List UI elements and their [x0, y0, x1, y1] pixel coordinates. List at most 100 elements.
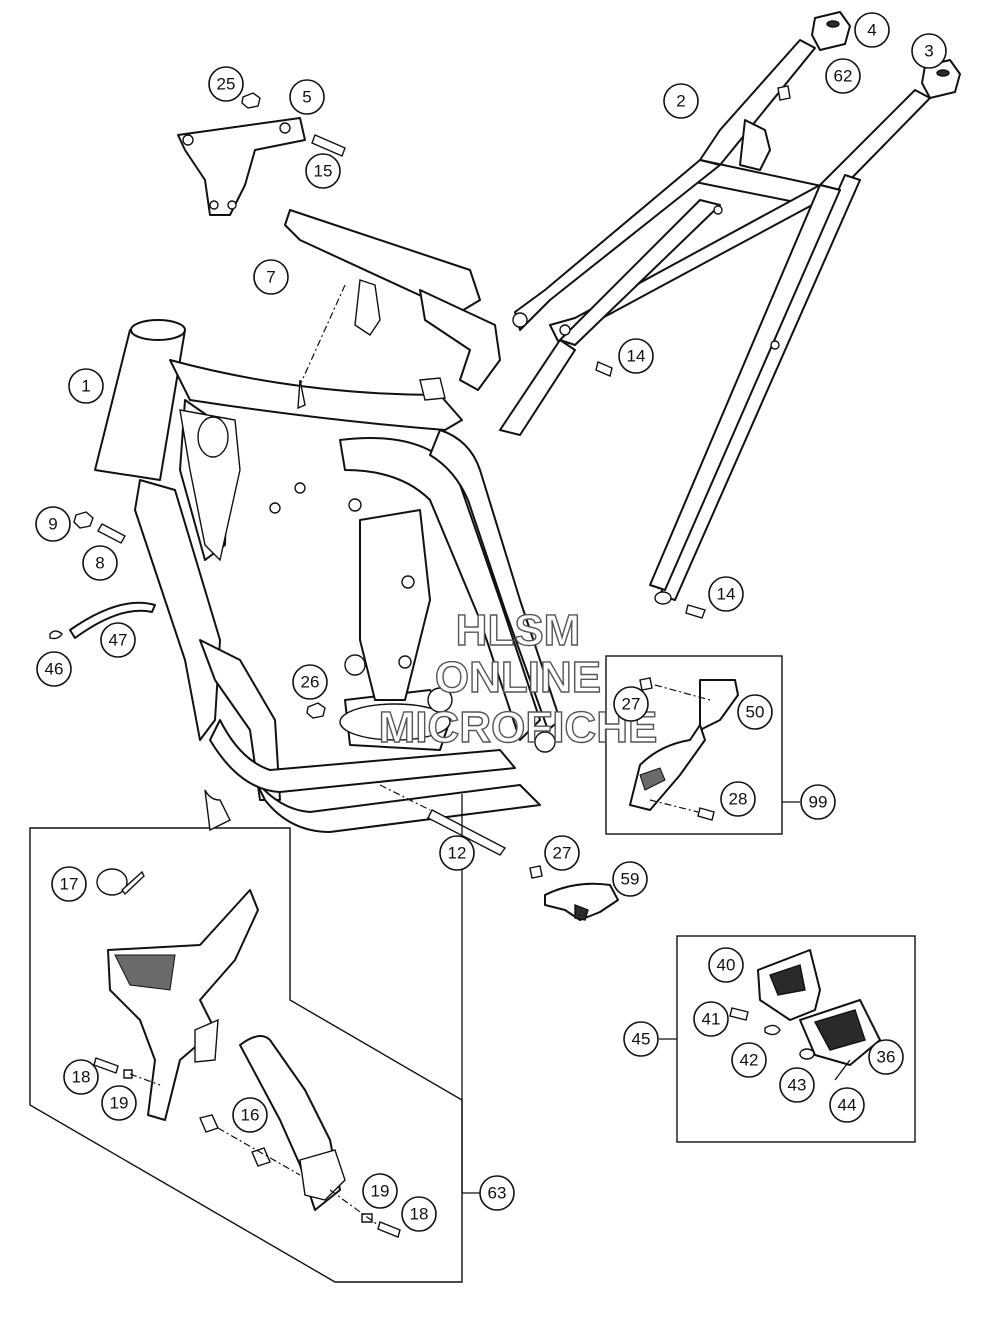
- callout-12: 12: [439, 835, 475, 871]
- svg-text:7: 7: [266, 268, 275, 287]
- svg-text:14: 14: [627, 347, 646, 366]
- svg-text:27: 27: [553, 844, 572, 863]
- svg-text:17: 17: [60, 875, 79, 894]
- watermark-line-1: HLSM: [456, 606, 581, 655]
- bolt-15: [311, 134, 346, 157]
- svg-text:4: 4: [867, 21, 876, 40]
- callout-36: 36: [868, 1039, 904, 1075]
- svg-text:99: 99: [809, 793, 828, 812]
- callout-14-lower: 14: [708, 576, 744, 612]
- callout-19-right: 19: [362, 1173, 398, 1209]
- washer-19-right: [361, 1213, 373, 1223]
- bolt-62: [777, 85, 791, 101]
- callout-45: 45: [623, 1021, 659, 1057]
- cotter-pin-44: [834, 1059, 851, 1081]
- svg-text:45: 45: [632, 1030, 651, 1049]
- bracket-7: [284, 209, 501, 391]
- bolt-14-lower: [685, 604, 706, 619]
- frame-protector-right: [239, 1035, 346, 1211]
- svg-text:15: 15: [314, 162, 333, 181]
- svg-text:26: 26: [301, 673, 320, 692]
- svg-text:19: 19: [110, 1094, 129, 1113]
- svg-text:2: 2: [676, 92, 685, 111]
- callout-1: 1: [68, 368, 104, 404]
- callout-42: 42: [731, 1042, 767, 1078]
- callout-27-upper: 27: [613, 686, 649, 722]
- svg-text:25: 25: [217, 75, 236, 94]
- engine-bracket-5: [177, 117, 306, 216]
- dash-line-28: [649, 799, 699, 813]
- svg-text:5: 5: [302, 88, 311, 107]
- svg-text:46: 46: [45, 660, 64, 679]
- svg-text:9: 9: [48, 515, 57, 534]
- rear-subframe: [499, 39, 931, 605]
- callout-99: 99: [800, 784, 836, 820]
- svg-text:19: 19: [371, 1182, 390, 1201]
- chain-guide-50: [629, 679, 739, 811]
- callout-28: 28: [720, 781, 756, 817]
- footrest-40: [757, 949, 821, 1021]
- svg-text:44: 44: [838, 1096, 857, 1115]
- svg-text:42: 42: [740, 1051, 759, 1070]
- bolt-27-lower: [529, 865, 543, 879]
- svg-text:16: 16: [241, 1106, 260, 1125]
- svg-text:50: 50: [746, 703, 765, 722]
- callout-44: 44: [829, 1087, 865, 1123]
- bolt-14-upper: [595, 361, 613, 377]
- svg-text:47: 47: [109, 631, 128, 650]
- washer-43: [799, 1048, 815, 1060]
- end-cap-4: [811, 11, 851, 51]
- callout-19-left: 19: [101, 1085, 137, 1121]
- frame-protector-left: [107, 889, 259, 1121]
- watermark-line-3: MICROFICHE: [379, 703, 658, 752]
- callout-18-right: 18: [401, 1196, 437, 1232]
- callout-25: 25: [208, 66, 244, 102]
- footrest-36: [799, 999, 881, 1066]
- svg-text:41: 41: [702, 1010, 721, 1029]
- callout-43: 43: [779, 1067, 815, 1103]
- svg-text:14: 14: [717, 585, 736, 604]
- svg-text:43: 43: [788, 1076, 807, 1095]
- svg-text:18: 18: [72, 1068, 91, 1087]
- bolt-18-right: [377, 1221, 401, 1238]
- callout-40: 40: [708, 947, 744, 983]
- dash-line-7: [299, 284, 346, 386]
- watermark: HLSM ONLINE MICROFICHE: [378, 605, 658, 752]
- callout-8: 8: [82, 545, 118, 581]
- dash-line-12: [379, 784, 431, 811]
- callout-18-left: 18: [63, 1059, 99, 1095]
- svg-text:59: 59: [621, 870, 640, 889]
- callout-4: 4: [854, 12, 890, 48]
- watermark-line-2: ONLINE: [435, 653, 601, 702]
- dash-line-16: [217, 1127, 301, 1176]
- group-box-99: [605, 655, 783, 835]
- callout-41: 41: [693, 1001, 729, 1037]
- svg-text:28: 28: [729, 790, 748, 809]
- bolt-28: [697, 807, 715, 821]
- callout-3: 3: [911, 33, 947, 69]
- end-cap-3: [921, 59, 961, 99]
- svg-text:63: 63: [488, 1184, 507, 1203]
- callout-5: 5: [289, 79, 325, 115]
- svg-text:18: 18: [410, 1205, 429, 1224]
- svg-text:62: 62: [834, 67, 853, 86]
- callout-62: 62: [825, 58, 861, 94]
- bolt-8: [97, 523, 126, 544]
- pin-41: [729, 1007, 749, 1021]
- callout-47: 47: [100, 622, 136, 658]
- spacer-16b: [251, 1147, 271, 1167]
- svg-text:12: 12: [448, 844, 467, 863]
- dash-line-18-right: [329, 1189, 379, 1226]
- washer-19-left: [123, 1069, 133, 1079]
- callout-50: 50: [737, 694, 773, 730]
- callout-7: 7: [253, 259, 289, 295]
- cable-tie-17: [96, 868, 145, 896]
- leader-lines: [461, 794, 800, 1194]
- svg-text:27: 27: [622, 695, 641, 714]
- svg-text:8: 8: [95, 554, 104, 573]
- dash-line-27: [654, 684, 711, 701]
- callout-16: 16: [232, 1097, 268, 1133]
- hose-47: [69, 601, 156, 639]
- main-frame: [94, 319, 561, 833]
